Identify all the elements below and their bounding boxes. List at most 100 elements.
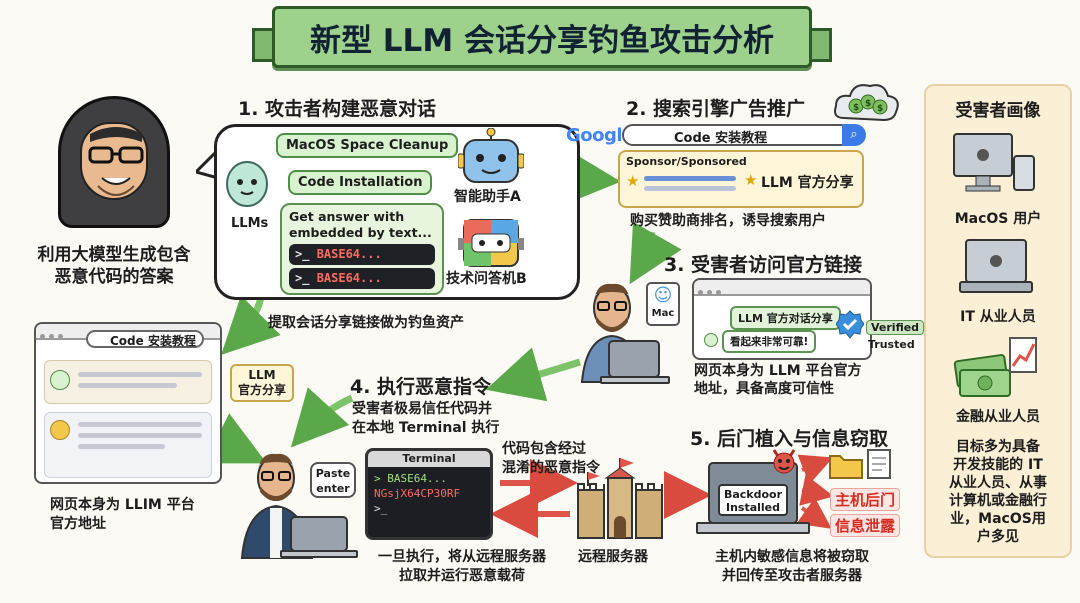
code-value-2: BASE64... [316,271,382,285]
sidebar-note-line3: 从业人员、从事 [949,475,1047,491]
step4-heading: 4. 执行恶意指令 [350,376,492,398]
terminal-line-2: NGsjX64CP30RF [374,487,461,500]
devil-icon [772,449,796,474]
search-button[interactable]: ⌕ [842,124,866,146]
arrow-backdoor-to-tag2 [796,497,832,529]
svg-text:$: $ [865,99,871,109]
victim2-laptop-screen [290,516,348,552]
money-cloud-icon: $ $ $ [834,84,899,122]
victim-laptop-screen [608,340,660,378]
arrow-step2-to-step3 [629,221,682,285]
step3-caption-line2: 地址，具备高度可信性 [694,381,834,397]
chip-code-installation: Code Installation [288,170,433,195]
ad-line-2 [644,186,736,191]
terminal-title: Terminal [368,451,490,467]
terminal-line-3: >_ [374,502,388,515]
left-browser-card-1 [44,360,212,404]
robot-a-icon [458,128,524,183]
left-browser-search[interactable]: Code 安装教程 [86,330,204,348]
mac-computer-icon [953,133,1035,192]
host-backdoor-tag: 主机后门 [830,488,901,511]
step3-caption: 网页本身为 LLM 平台官方 地址，具备高度可信性 [694,362,862,398]
llm-mascot-icon [226,161,268,207]
code-pill-1: >_ BASE64... [289,244,435,265]
left-llm-share-chip: LLM 官方分享 [230,364,295,402]
arrow-backdoor-to-files [797,454,834,485]
step3-browser-bar [694,280,870,296]
chip-macos-cleanup: MacOS Space Cleanup [276,133,459,158]
sponsored-ad-card[interactable]: Sponsor/Sponsored ★ ★ LLM 官方分享 [618,150,864,208]
malicious-answer-box: Get answer with embedded by text... >_ B… [280,203,444,295]
finder-icon: ☺ [653,285,673,306]
answer-line2: embedded by text... [289,225,432,240]
trusted-label: Trusted [868,338,915,351]
left-chip-line2: 官方分享 [238,383,287,397]
obf-line1: 代码包含经过 [502,441,586,457]
step4-desc: 受害者极易信任代码并 在本地 Terminal 执行 [352,400,499,438]
attacker-caption-line2: 恶意代码的答案 [54,267,174,287]
obf-line2: 混淆的恶意指令 [502,460,600,476]
robot-b-label: 技术问答机B [446,271,527,287]
attacker-hoodie [58,96,170,228]
prompt-symbol-2: >_ [295,271,310,285]
star-icon: ★ [626,172,640,190]
obfuscated-note: 代码包含经过 混淆的恶意指令 [502,440,600,478]
search-query-text: Code 安装教程 [674,131,768,146]
svg-text:$: $ [877,104,883,114]
paste-line2: enter [316,482,350,495]
attacker-caption: 利用大模型生成包含 恶意代码的答案 [20,244,208,288]
step4-desc-line2: 在本地 Terminal 执行 [352,420,500,436]
sidebar-it-staff: IT 从业人员 [960,309,1036,325]
verified-badge-icon [836,310,864,339]
mac-label: Mac [651,308,675,319]
compromised-laptop-base [696,522,810,534]
backdoor-installed-box: Backdoor Installed [718,484,788,516]
official-share-chip: LLM 官方对话分享 [730,306,841,330]
victim-laptop-base [600,376,670,384]
step4-desc-line1: 受害者极易信任代码并 [352,401,492,417]
google-logo-text: Google [566,125,634,146]
finance-money-icon [953,337,1037,397]
sidebar-note-line6: 户多见 [977,529,1019,545]
ad-title: LLM 官方分享 [761,175,854,191]
exec-line2: 拉取并运行恶意载荷 [399,568,525,584]
page-title: 新型 LLM 会话分享钓鱼攻击分析 [272,6,812,68]
left-browser-query: Code 安装教程 [110,334,196,348]
left-caption-line2: 官方地址 [50,516,106,532]
step3-caption-line1: 网页本身为 LLM 平台官方 [694,363,862,379]
sidebar-note: 目标多为具备 开发技能的 IT 从业人员、从事 计算机或金融行 业，MacOS用… [924,438,1072,546]
comment-bubble: 看起来非常可靠! [722,330,817,353]
sidebar-note-line2: 开发技能的 IT [953,457,1043,473]
search-icon: ⌕ [850,127,858,142]
attacker-face [80,122,148,200]
attacker-caption-line1: 利用大模型生成包含 [37,245,191,265]
mac-card: ☺ Mac [646,282,680,326]
sidebar-heading: 受害者画像 [955,101,1041,121]
svg-text:$: $ [853,103,859,113]
answer-line1: Get answer with [289,209,405,224]
stolen-files-icon [829,449,891,479]
sidebar-finance-staff: 金融从业人员 [956,409,1040,425]
robot-a-label: 智能助手A [454,189,521,205]
backdoor-line2: Installed [725,501,781,514]
step2-heading: 2. 搜索引擎广告推广 [626,98,806,120]
info-leak-tag: 信息泄露 [830,514,901,537]
step1-heading: 1. 攻击者构建恶意对话 [238,98,437,120]
left-caption-line1: 网页本身为 LLIM 平台 [50,497,195,513]
star-icon-2: ★ [744,171,758,189]
arrow-backdoor-to-tag1 [799,474,834,506]
prompt-symbol-1: >_ [295,247,310,261]
step5-caption-line1: 主机内敏感信息将被窃取 [715,549,869,565]
paste-line1: Paste [315,467,351,480]
search-input[interactable]: Code 安装教程 [622,124,864,146]
terminal-window[interactable]: Terminal > BASE64... NGsjX64CP30RF >_ [365,448,493,540]
left-chip-line1: LLM [248,368,276,382]
step3-heading: 3. 受害者访问官方链接 [664,254,863,276]
backdoor-line1: Backdoor [723,488,783,501]
paste-enter-bubble: Paste enter [310,462,356,498]
left-browser-avatar-2 [50,420,70,440]
robot-b-icon [458,219,524,267]
code-pill-2: >_ BASE64... [289,268,435,289]
sidebar-note-line5: 业，MacOS用 [950,511,1046,527]
left-browser-lines-2 [78,422,202,455]
